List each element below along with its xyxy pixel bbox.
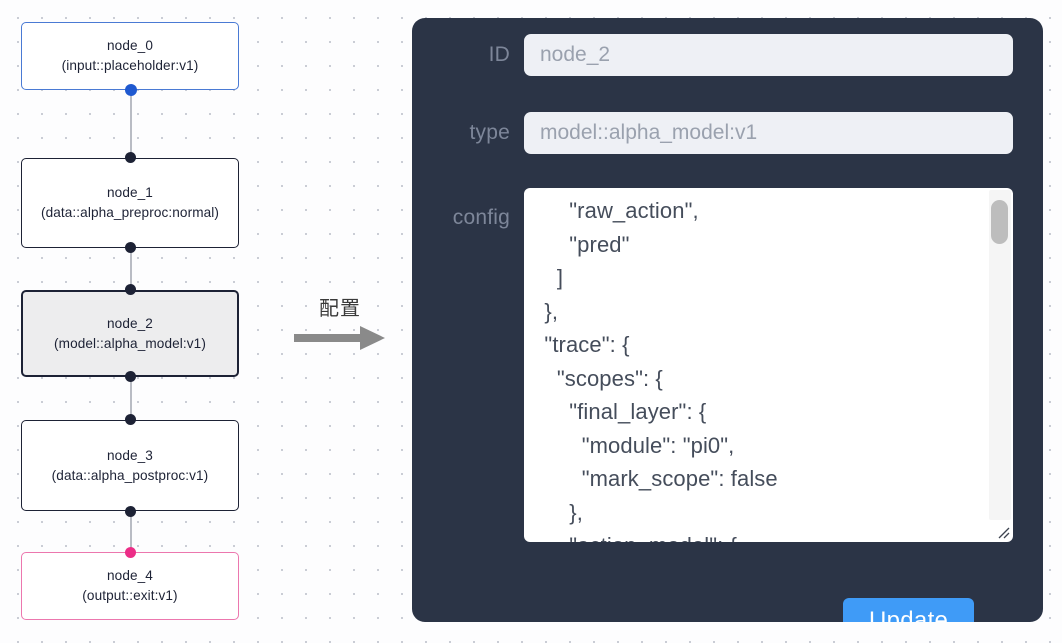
edge-node1-node2 — [130, 248, 132, 290]
right-arrow-icon — [288, 324, 392, 352]
field-row-id: ID — [412, 34, 1013, 76]
node_1-target-handle[interactable] — [125, 152, 136, 163]
config-scrollbar-track[interactable] — [989, 190, 1011, 520]
graph-node-node_0[interactable]: node_0 (input::placeholder:v1) — [21, 22, 239, 90]
node_3-target-handle[interactable] — [125, 414, 136, 425]
edge-node0-node1 — [130, 90, 132, 158]
flow-graph[interactable]: node_0 (input::placeholder:v1) node_1 (d… — [0, 0, 300, 643]
graph-node-node_1[interactable]: node_1 (data::alpha_preproc:normal) — [21, 158, 239, 248]
annotation-label: 配置 — [319, 296, 361, 320]
node-inspector-panel: ID type config Update — [412, 18, 1043, 622]
config-field-label: config — [452, 206, 510, 229]
update-button[interactable]: Update — [843, 598, 975, 622]
graph-node-label: node_0 (input::placeholder:v1) — [61, 38, 199, 73]
type-field-label: type — [469, 121, 510, 144]
graph-node-node_2[interactable]: node_2 (model::alpha_model:v1) — [21, 290, 239, 377]
graph-node-node_4[interactable]: node_4 (output::exit:v1) — [21, 552, 239, 620]
graph-node-label: node_2 (model::alpha_model:v1) — [54, 315, 206, 351]
edge-node3-node4 — [130, 511, 132, 552]
edge-node2-node3 — [130, 377, 132, 420]
node_3-source-handle[interactable] — [125, 506, 136, 517]
node_4-target-handle[interactable] — [125, 547, 136, 558]
id-field-label: ID — [488, 43, 510, 66]
field-row-config: config — [412, 188, 1013, 542]
config-textarea-wrapper — [524, 188, 1013, 542]
id-input[interactable] — [524, 34, 1013, 76]
graph-node-label: node_4 (output::exit:v1) — [82, 568, 178, 603]
node_1-source-handle[interactable] — [125, 242, 136, 253]
type-input[interactable] — [524, 112, 1013, 154]
graph-node-node_3[interactable]: node_3 (data::alpha_postproc:v1) — [21, 420, 239, 511]
config-textarea[interactable] — [524, 188, 1013, 542]
graph-node-label: node_3 (data::alpha_postproc:v1) — [51, 447, 209, 483]
flow-annotation: 配置 — [288, 296, 392, 352]
field-row-type: type — [412, 112, 1013, 154]
node_2-target-handle[interactable] — [125, 284, 136, 295]
node_2-source-handle[interactable] — [125, 371, 136, 382]
graph-node-label: node_1 (data::alpha_preproc:normal) — [40, 185, 220, 220]
node_0-source-handle[interactable] — [124, 84, 137, 96]
config-scrollbar-thumb[interactable] — [991, 200, 1008, 244]
